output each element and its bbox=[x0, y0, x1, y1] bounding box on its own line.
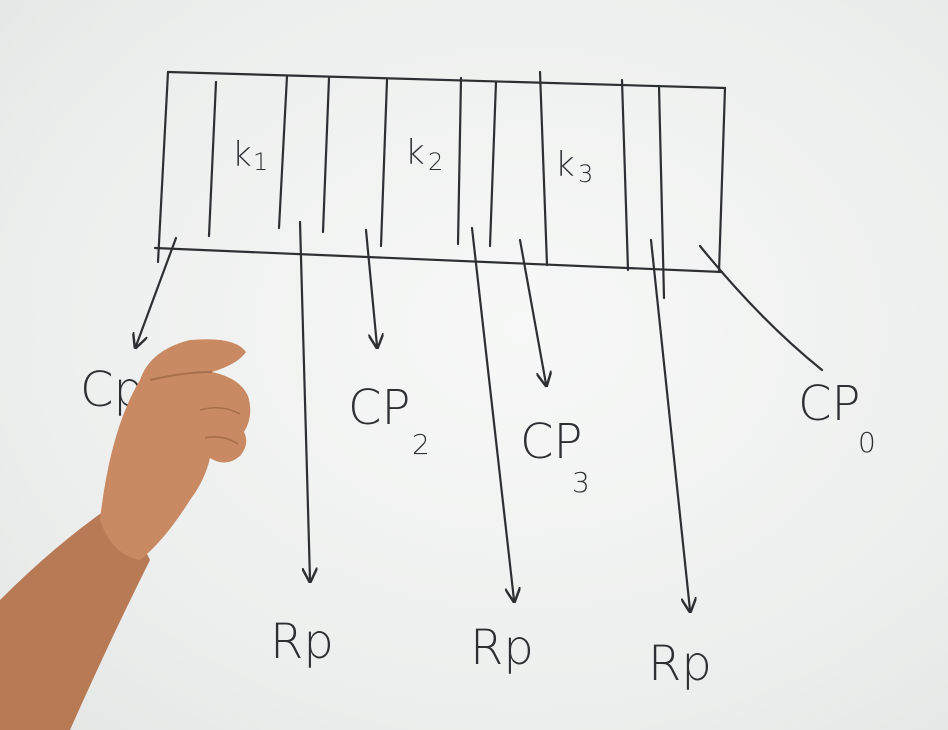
label-text: CP bbox=[798, 376, 860, 432]
key-subscript: 2 bbox=[428, 148, 443, 176]
node-dividers bbox=[207, 70, 666, 300]
child-pointer-arrow-3 bbox=[518, 238, 546, 384]
child-pointer-arrow-4 bbox=[698, 244, 824, 372]
key-letter: k bbox=[555, 145, 575, 185]
record-pointer-arrow-2 bbox=[470, 226, 514, 600]
node-key-3: k 3 bbox=[555, 145, 593, 188]
record-pointer-label-1: Rp bbox=[270, 614, 334, 670]
node-key-1: k 1 bbox=[232, 135, 268, 176]
label-subscript: 3 bbox=[572, 466, 590, 499]
label-subscript: 0 bbox=[858, 426, 876, 459]
child-pointer-label-2: CP 2 bbox=[348, 380, 430, 461]
child-pointer-label-4: CP 0 bbox=[798, 376, 876, 459]
key-subscript: 1 bbox=[253, 148, 268, 176]
record-pointer-arrow-3 bbox=[649, 238, 690, 610]
key-letter: k bbox=[232, 135, 252, 175]
label-subscript: 2 bbox=[412, 428, 430, 461]
child-pointer-label-3: CP 3 bbox=[520, 414, 590, 499]
key-subscript: 3 bbox=[578, 160, 593, 188]
child-pointer-arrow-1 bbox=[136, 236, 178, 346]
label-text: CP bbox=[348, 380, 410, 436]
node-key-2: k 2 bbox=[405, 133, 443, 176]
record-pointer-label-3: Rp bbox=[648, 636, 712, 692]
key-letter: k bbox=[405, 133, 425, 173]
child-pointer-arrow-2 bbox=[364, 228, 377, 346]
label-text: CP bbox=[520, 414, 582, 470]
presenter-hand bbox=[0, 339, 251, 730]
record-pointer-label-2: Rp bbox=[470, 620, 534, 676]
record-pointer-arrow-1 bbox=[298, 220, 310, 580]
